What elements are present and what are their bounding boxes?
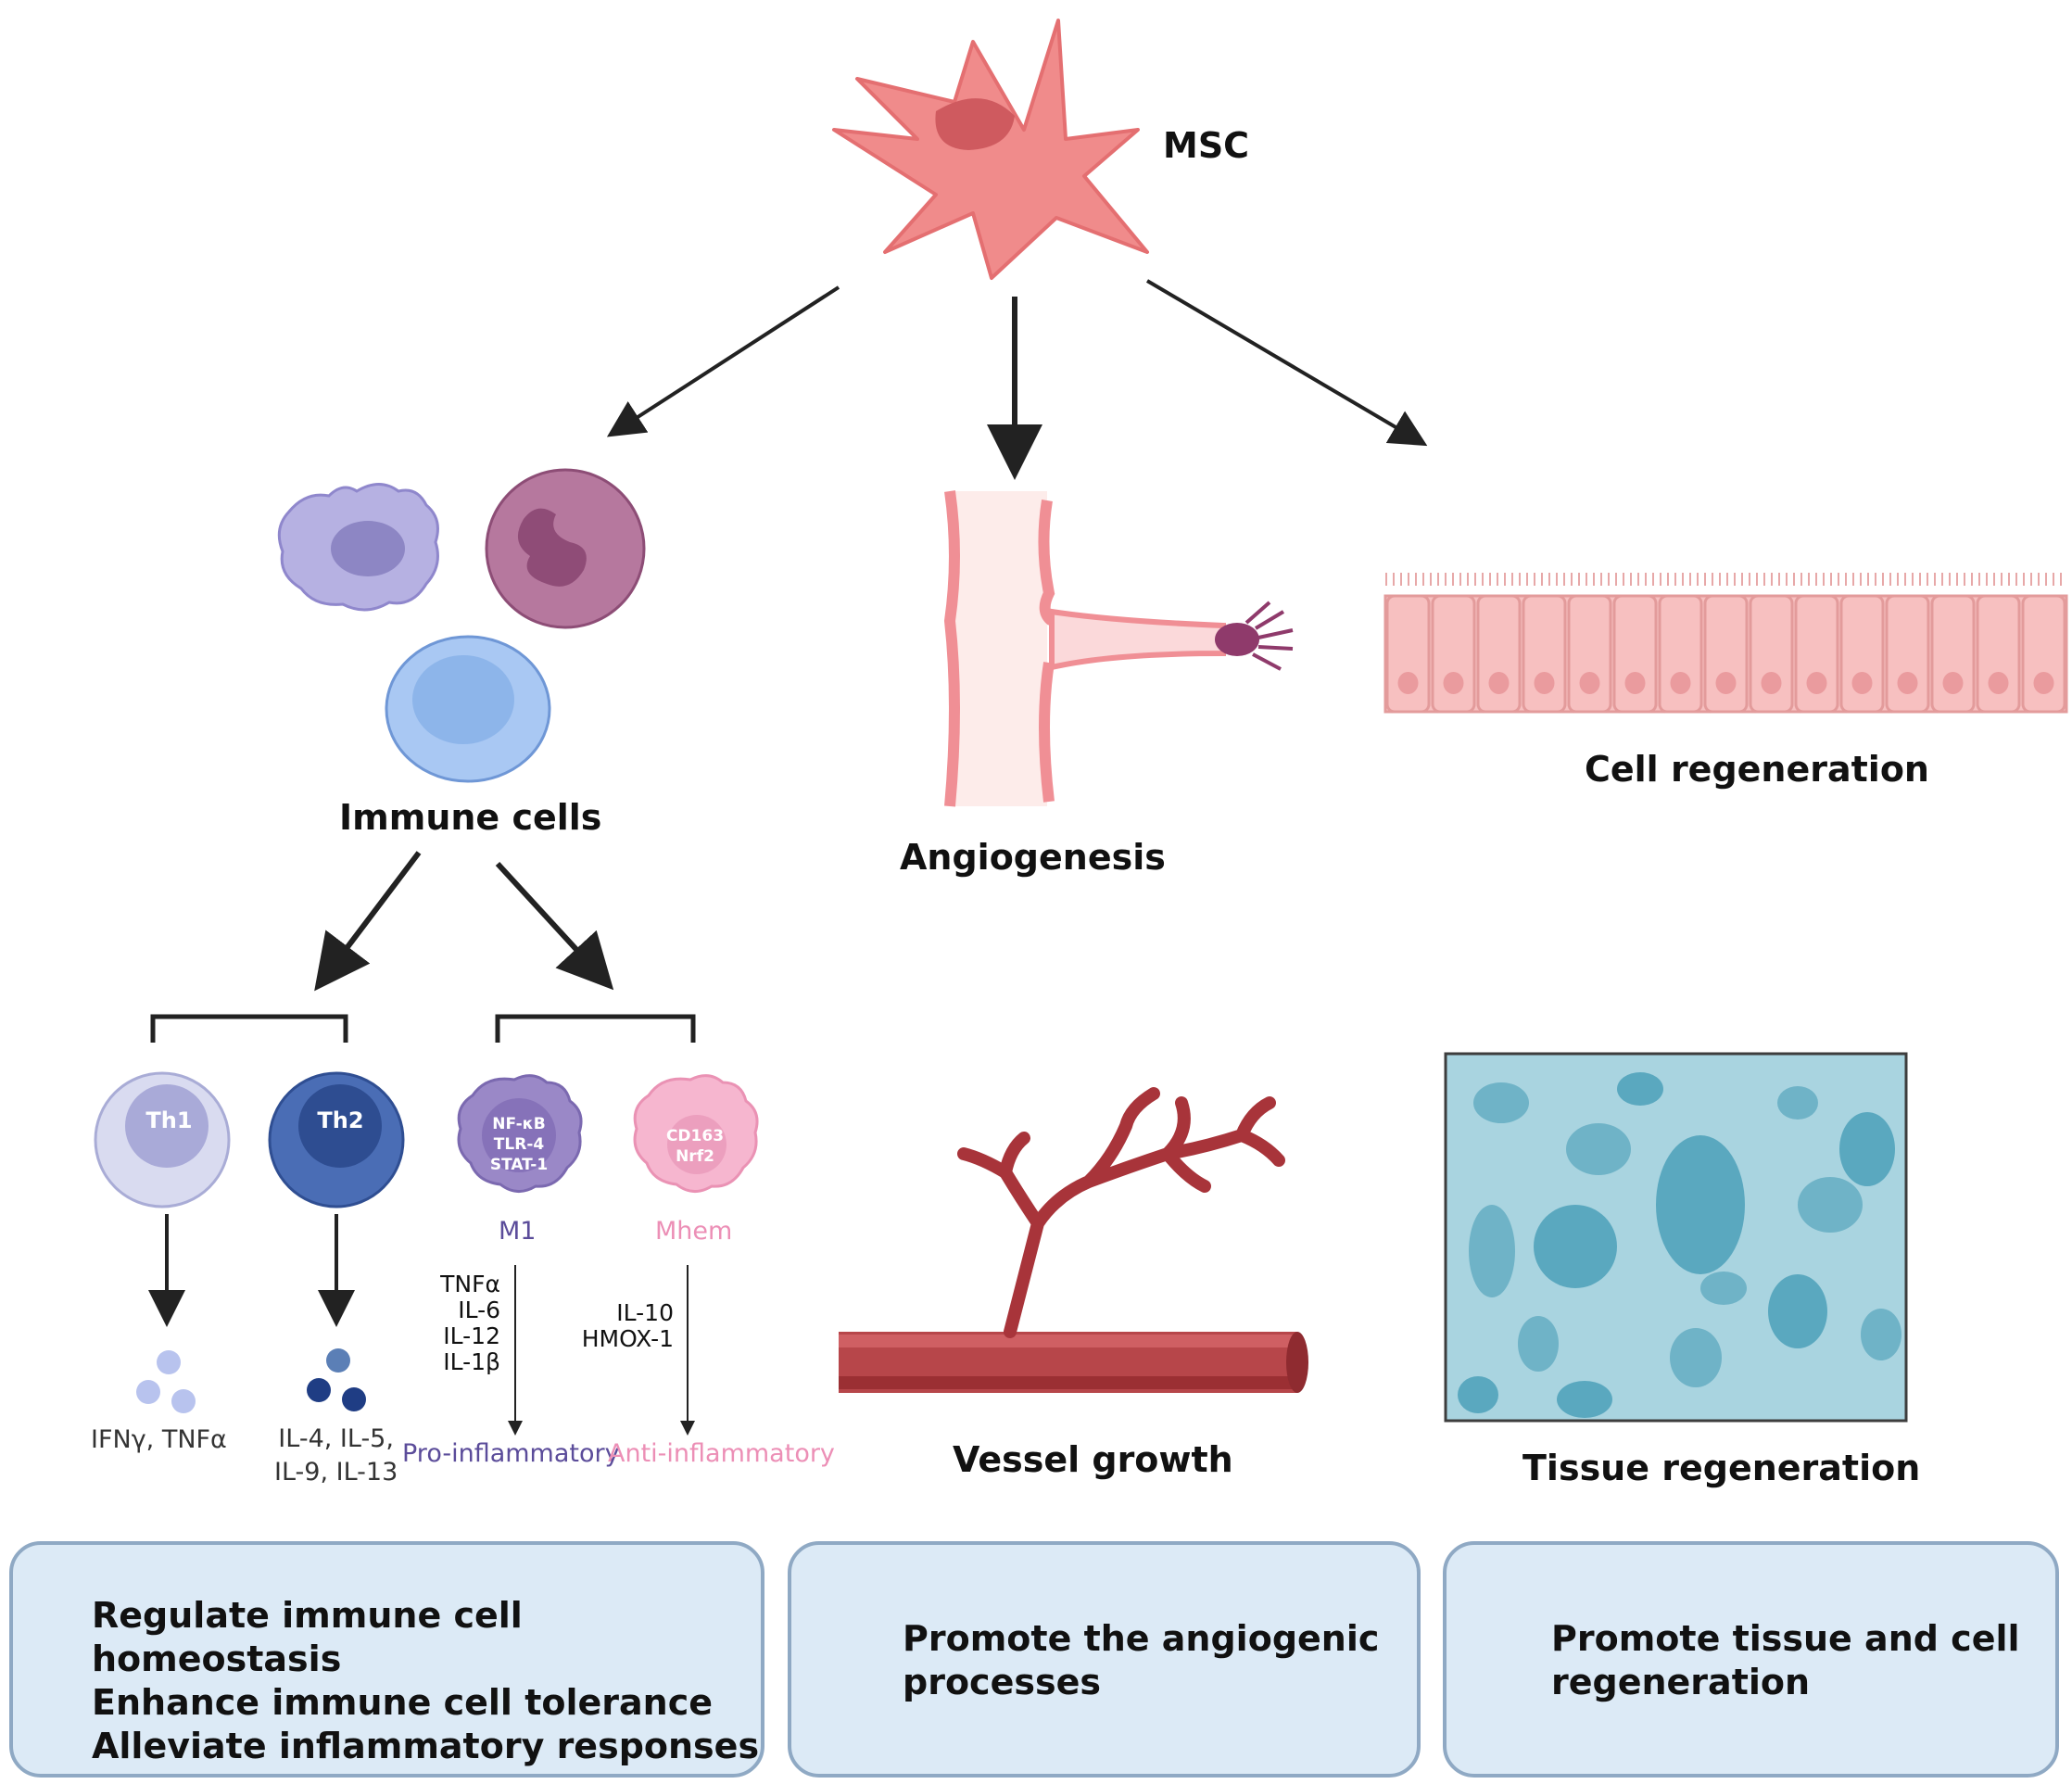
m1-macrophage-icon	[457, 1074, 583, 1193]
macrophage-cell-icon	[277, 483, 439, 612]
epithelial-cell	[1522, 594, 1567, 714]
epithelial-nucleus	[2033, 672, 2054, 694]
vessel-growth-icon	[839, 1087, 1308, 1393]
th2-cytokine-dots-icon	[307, 1348, 366, 1411]
epithelial-nucleus	[1942, 672, 1964, 694]
immune-summary-box: Regulate immune cell homeostasis Enhance…	[9, 1541, 764, 1778]
macrophage-bracket	[495, 1014, 696, 1043]
epithelial-cell	[1976, 594, 2021, 714]
msc-arrows	[606, 279, 1428, 480]
summary-line: Enhance immune cell tolerance	[92, 1682, 713, 1723]
tip-cell-icon	[1215, 601, 1294, 671]
epithelial-nucleus	[1534, 672, 1555, 694]
epithelial-cell	[1839, 594, 1885, 714]
epithelial-nucleus	[1579, 672, 1600, 694]
msc-label: MSC	[1163, 125, 1250, 166]
tissue-icon	[1444, 1052, 1908, 1423]
epithelial-cell	[1567, 594, 1612, 714]
epithelial-nucleus	[1761, 672, 1782, 694]
epithelial-nucleus	[1897, 672, 1918, 694]
t-cell-bracket	[150, 1014, 348, 1043]
epithelial-cell	[1749, 594, 1794, 714]
summary-line: Promote the angiogenic	[903, 1618, 1380, 1659]
epithelial-nucleus	[1443, 672, 1464, 694]
arrow-to-macrophages	[495, 861, 614, 991]
angiogenesis-vessel-icon	[943, 490, 1294, 807]
epithelial-cell	[1794, 594, 1839, 714]
epithelial-cell	[1431, 594, 1476, 714]
epithelial-cell	[1930, 594, 1976, 714]
th1-cytokines: IFNγ, TNFα	[91, 1425, 227, 1454]
epithelial-cell	[1658, 594, 1703, 714]
anti-inflammatory-label: Anti-inflammatory	[608, 1439, 835, 1468]
angiogenesis-label: Angiogenesis	[900, 837, 1166, 878]
epithelial-cell	[1885, 594, 1930, 714]
th1-name: Th1	[145, 1107, 193, 1133]
epithelial-cell	[2021, 594, 2066, 714]
m1-markers: NF-κB TLR-4 STAT-1	[489, 1115, 549, 1174]
lymphocyte-cell-icon	[385, 635, 551, 783]
epithelial-nucleus	[1988, 672, 2009, 694]
epithelial-cell	[1612, 594, 1658, 714]
epithelial-cell	[1703, 594, 1749, 714]
mhem-markers: CD163 Nrf2	[665, 1127, 725, 1166]
epithelial-cell	[1476, 594, 1522, 714]
mhem-name: Mhem	[655, 1217, 733, 1246]
th1-cell-icon	[94, 1071, 231, 1208]
epithelial-nucleus	[1806, 672, 1827, 694]
epithelial-cell	[1385, 594, 1431, 714]
th1-cytokine-dots-icon	[136, 1350, 196, 1413]
epithelial-nucleus	[1624, 672, 1646, 694]
epithelial-nucleus	[1851, 672, 1873, 694]
summary-line: Promote tissue and cell	[1551, 1618, 2020, 1659]
summary-line: regeneration	[1551, 1662, 1811, 1702]
tissue-summary-box: Promote tissue and cell regeneration	[1443, 1541, 2059, 1778]
epithelial-nucleus	[1397, 672, 1419, 694]
tissue-regeneration-label: Tissue regeneration	[1522, 1448, 1921, 1488]
arrow-to-t-cells	[314, 851, 422, 992]
th2-cell-icon	[268, 1071, 405, 1208]
th2-cytokines: IL-4, IL-5, IL-9, IL-13	[274, 1424, 398, 1487]
arrow-to-regeneration	[1145, 279, 1428, 447]
summary-line: Alleviate inflammatory responses	[92, 1726, 760, 1766]
arrow-to-immune	[606, 285, 840, 437]
m1-cytokine-list: TNFα IL-6 IL-12 IL-1β	[440, 1271, 500, 1375]
cell-regeneration-label: Cell regeneration	[1585, 749, 1929, 790]
angio-summary-box: Promote the angiogenic processes	[788, 1541, 1421, 1778]
summary-line: Regulate immune cell homeostasis	[92, 1595, 523, 1679]
summary-line: processes	[903, 1662, 1101, 1702]
neutrophil-cell-icon	[485, 468, 646, 629]
epithelial-nucleus	[1715, 672, 1737, 694]
m1-name: M1	[499, 1217, 537, 1246]
mhem-macrophage-icon	[633, 1074, 759, 1193]
epithelium-cells	[1385, 594, 2066, 714]
mhem-cytokine-list: IL-10 HMOX-1	[581, 1299, 674, 1352]
msc-cell-icon	[832, 19, 1149, 280]
vessel-growth-label: Vessel growth	[953, 1439, 1233, 1480]
immune-cells-label: Immune cells	[339, 797, 602, 838]
th2-name: Th2	[317, 1107, 364, 1133]
epithelial-nucleus	[1670, 672, 1691, 694]
epithelial-nucleus	[1488, 672, 1510, 694]
pro-inflammatory-label: Pro-inflammatory	[402, 1439, 620, 1468]
